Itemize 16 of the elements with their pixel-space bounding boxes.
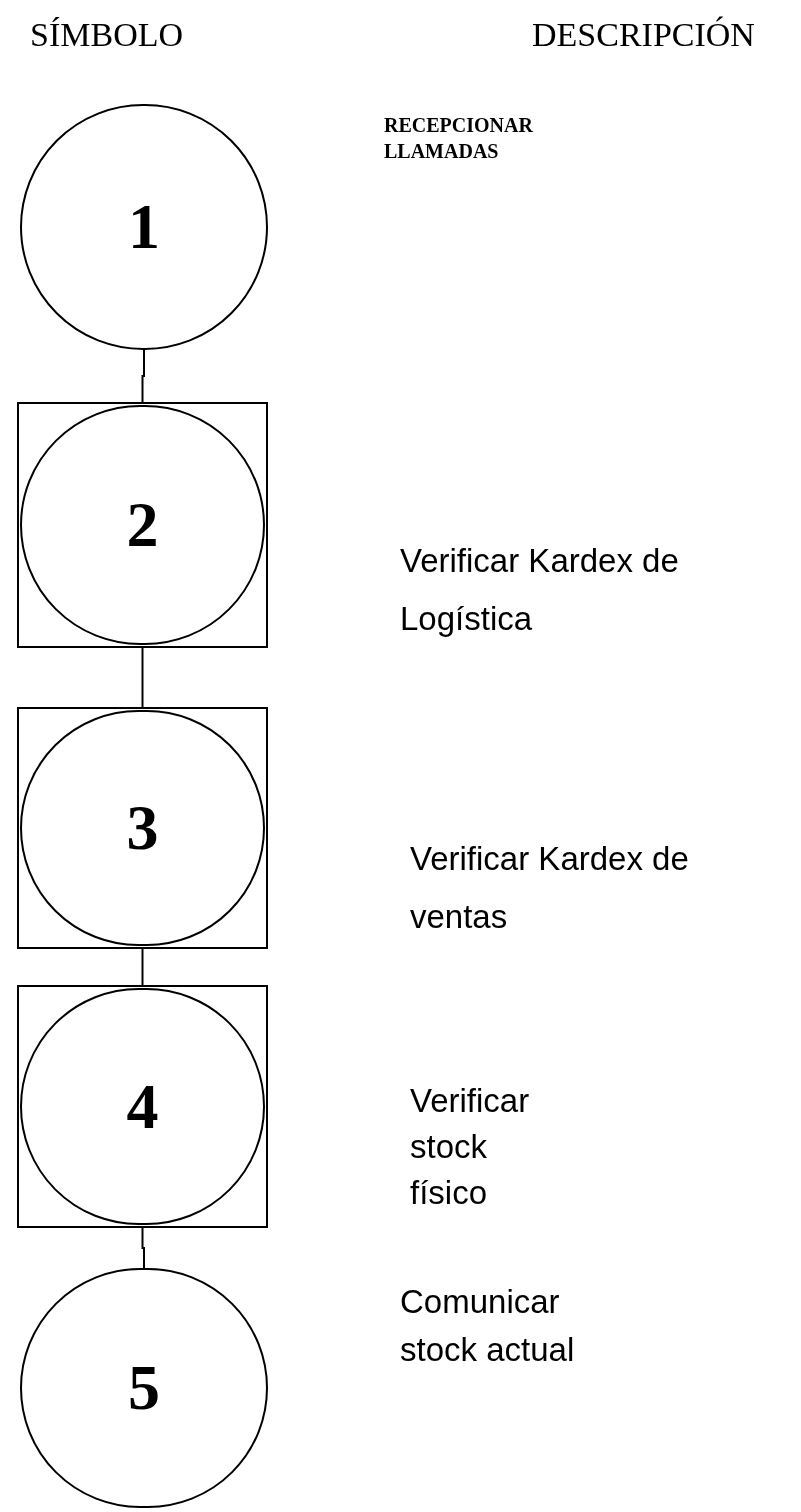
step-number: 1 [128,195,160,259]
connector-line [141,647,144,708]
column-header: SÍMBOLO [30,15,185,55]
step-description: RECEPCIONAR LLAMADAS [384,113,534,164]
step-description: Comunicar stock actual [400,1282,576,1370]
step-description: Verificar Kardex de ventas [410,839,690,937]
step-number: 5 [128,1356,160,1420]
connector-line [141,948,144,986]
column-header: DESCRIPCIÓN [532,15,756,55]
step-number: 2 [126,493,159,557]
step-description: Verificar Kardex de Logística [400,541,680,639]
step-description: Verificar stock físico [410,1081,531,1213]
connector-line [141,349,145,403]
step-number: 4 [126,1074,159,1139]
step-number: 3 [126,796,159,860]
connector-line [141,1227,145,1269]
